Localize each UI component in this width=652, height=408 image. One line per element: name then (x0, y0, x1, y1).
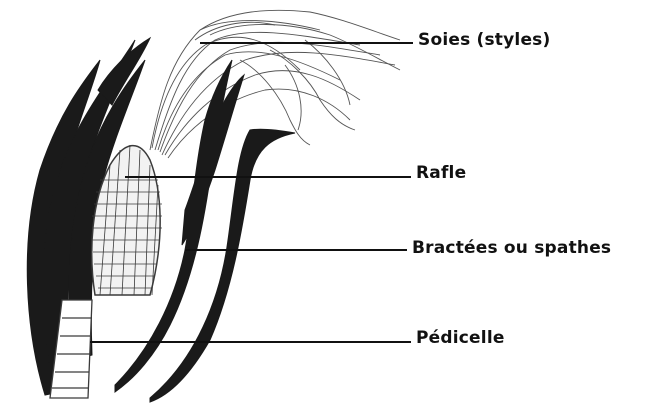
label-pedicelle: Pédicelle (416, 328, 505, 348)
label-rafle: Rafle (416, 163, 466, 183)
label-bractees-spathes: Bractées ou spathes (412, 238, 611, 258)
label-soies-styles: Soies (styles) (418, 30, 550, 50)
